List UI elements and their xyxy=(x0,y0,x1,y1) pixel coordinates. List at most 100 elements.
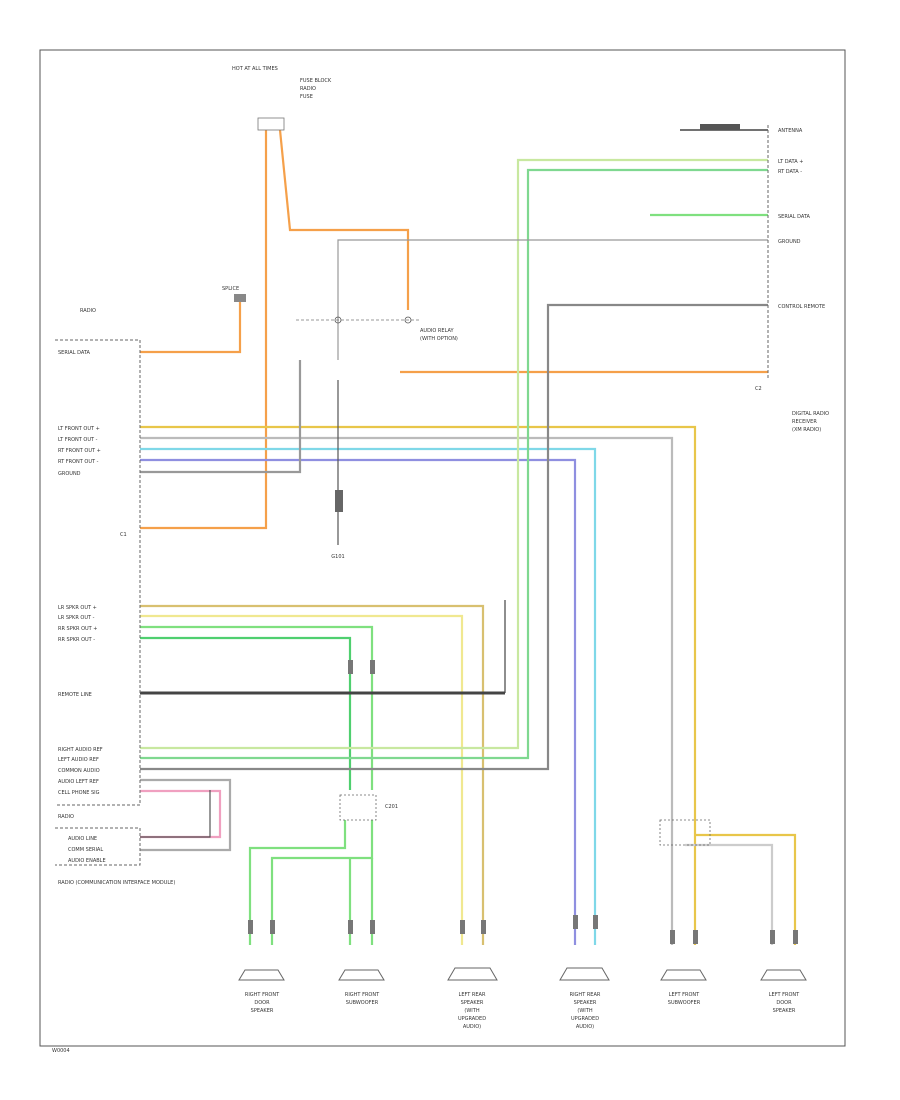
digital-radio-receiver: ANTENNA LT DATA + RT DATA - SERIAL DATA … xyxy=(700,124,829,433)
speaker-icon xyxy=(760,969,807,981)
wire-green-sub-a xyxy=(248,820,347,945)
radio-pin-lr-plus: LR SPKR OUT + xyxy=(58,605,97,611)
fuse-hot-label: HOT AT ALL TIMES xyxy=(232,66,278,72)
fuse-block: HOT AT ALL TIMES FUSE BLOCK RADIO FUSE xyxy=(232,66,332,131)
relay-label-1: AUDIO RELAY xyxy=(420,328,454,334)
wire-orange-radio-serial xyxy=(140,300,242,354)
speaker-icon xyxy=(447,967,498,981)
wire-lightblue-rf-out xyxy=(140,447,597,945)
speaker-label-line: SPEAKER xyxy=(461,1000,484,1006)
radio-module: RADIO SERIAL DATA LT FRONT OUT + LT FRON… xyxy=(55,308,175,886)
wire-yellow-lf-out xyxy=(140,425,697,945)
speaker-left-front-subwoofer: LEFT FRONT SUBWOOFER xyxy=(660,969,707,1006)
speaker-label-line: DOOR xyxy=(254,1000,270,1006)
diagram-frame xyxy=(39,49,846,1047)
speaker-label-line: RIGHT FRONT xyxy=(345,992,380,998)
speaker-label-line: UPGRADED xyxy=(571,1016,599,1022)
speaker-label-line: LEFT FRONT xyxy=(669,992,700,998)
speaker-label-line: SPEAKER xyxy=(251,1008,274,1014)
radio-bottom-pin-comm: COMM SERIAL xyxy=(68,847,103,853)
radio-bottom-outline xyxy=(55,827,141,866)
radio-pin-cell: CELL PHONE SIG xyxy=(58,790,100,796)
ground-connector-icon xyxy=(335,490,343,512)
speaker-icon xyxy=(238,969,285,981)
radio-caption: RADIO (COMMUNICATION INTERFACE MODULE) xyxy=(58,880,175,886)
radio-pin-audio-left: AUDIO LEFT REF xyxy=(58,779,99,785)
radio-pin-rr-plus: RR SPKR OUT + xyxy=(58,626,98,632)
wire-darkgreen-rr-out xyxy=(140,636,352,790)
radio-footer: RADIO xyxy=(58,814,74,820)
radio-pin-left-audio: LEFT AUDIO REF xyxy=(58,757,99,763)
radio-bottom-pin-audio-line: AUDIO LINE xyxy=(68,836,97,842)
speaker-label-line: AUDIO) xyxy=(576,1024,594,1030)
speaker-label-line: SUBWOOFER xyxy=(668,1000,701,1006)
speaker-left-rear: LEFT REAR SPEAKER (WITH UPGRADED AUDIO) xyxy=(447,967,498,1030)
radio-bottom-pin-enable: AUDIO ENABLE xyxy=(68,858,106,864)
speaker-label-line: SPEAKER xyxy=(574,1000,597,1006)
radio-outline xyxy=(55,339,141,806)
fuse-desc-1: FUSE BLOCK xyxy=(300,78,332,84)
audio-relay: AUDIO RELAY (WITH OPTION) G101 xyxy=(296,316,458,560)
speaker-connector-stubs xyxy=(248,660,798,944)
speaker-label-line: DOOR xyxy=(776,1000,792,1006)
wire-yellow-lfsub-a xyxy=(695,833,797,945)
speaker-label-line: SUBWOOFER xyxy=(346,1000,379,1006)
wire-orange-fuse-right xyxy=(278,129,410,310)
speaker-label-line: RIGHT REAR xyxy=(570,992,601,998)
wire-gray-audio-left xyxy=(140,778,232,852)
wire-darkblue-rf-out xyxy=(140,458,577,945)
receiver-pin-antenna: ANTENNA xyxy=(778,128,803,134)
radio-pin-serial-data: SERIAL DATA xyxy=(58,350,91,356)
radio-pin-rf-minus: RT FRONT OUT - xyxy=(58,459,99,465)
wire-lightgreen-right-ref xyxy=(140,158,768,750)
wire-green-sub-b xyxy=(270,820,374,945)
wire-gray-serial-top xyxy=(337,239,768,360)
speaker-label-line: SPEAKER xyxy=(773,1008,796,1014)
radio-pin-lr-minus: LR SPKR OUT - xyxy=(58,615,95,621)
radio-pin-rf-plus: RT FRONT OUT + xyxy=(58,448,101,454)
wire-orange-fuse-feed xyxy=(140,130,268,530)
radio-pin-lf-plus: LT FRONT OUT + xyxy=(58,426,100,432)
radio-header: RADIO xyxy=(80,308,96,314)
speaker-icon xyxy=(660,969,707,981)
connector-c1: C1 xyxy=(120,532,127,538)
speaker-right-rear: RIGHT REAR SPEAKER (WITH UPGRADED AUDIO) xyxy=(559,967,610,1030)
speaker-label-line: UPGRADED xyxy=(458,1016,486,1022)
receiver-caption-3: (XM RADIO) xyxy=(792,427,821,433)
speaker-label-line: AUDIO) xyxy=(463,1024,481,1030)
speaker-label-line: (WITH xyxy=(464,1008,479,1014)
splice-label: SPLICE xyxy=(222,286,239,292)
speaker-label-line: LEFT FRONT xyxy=(769,992,800,998)
wire-gray-lf-out xyxy=(140,436,674,945)
speaker-right-front-door: RIGHT FRONT DOOR SPEAKER xyxy=(238,969,285,1014)
fuse-icon xyxy=(257,117,285,131)
wire-gray-lfsub-b xyxy=(685,843,774,945)
radio-pin-lf-minus: LT FRONT OUT - xyxy=(58,437,98,443)
wire-black-bottom xyxy=(140,790,211,838)
wire-tan-lr-out xyxy=(140,604,485,945)
inline-connector-group: C201 xyxy=(339,794,711,846)
wire-green-rr-out xyxy=(140,625,374,790)
connector-c2: C2 xyxy=(755,386,762,392)
footer-code: W0004 xyxy=(52,1048,70,1054)
speaker-right-front-subwoofer: RIGHT FRONT SUBWOOFER xyxy=(338,969,385,1006)
wire-pink-cell xyxy=(140,789,222,839)
receiver-pin-serial: SERIAL DATA xyxy=(778,214,811,220)
wires xyxy=(140,129,797,945)
receiver-caption-1: DIGITAL RADIO xyxy=(792,411,829,417)
speaker-label-line: RIGHT FRONT xyxy=(245,992,280,998)
receiver-pin-control: CONTROL REMOTE xyxy=(778,304,825,310)
antenna-connector-icon xyxy=(700,124,740,130)
subwoofer-relay-box xyxy=(339,794,377,821)
wire-yellow-lr-out xyxy=(140,614,464,945)
wire-green-left-ref xyxy=(140,168,768,760)
relay-label-2: (WITH OPTION) xyxy=(420,336,458,342)
lf-relay-box xyxy=(659,819,711,846)
speakers: RIGHT FRONT DOOR SPEAKER RIGHT FRONT SUB… xyxy=(238,967,807,1030)
speaker-icon xyxy=(559,967,610,981)
speaker-left-front-door: LEFT FRONT DOOR SPEAKER xyxy=(760,969,807,1014)
speaker-label-line: (WITH xyxy=(577,1008,592,1014)
receiver-pin-lt-data: LT DATA + xyxy=(778,159,803,165)
fuse-desc-2: RADIO xyxy=(300,86,316,92)
